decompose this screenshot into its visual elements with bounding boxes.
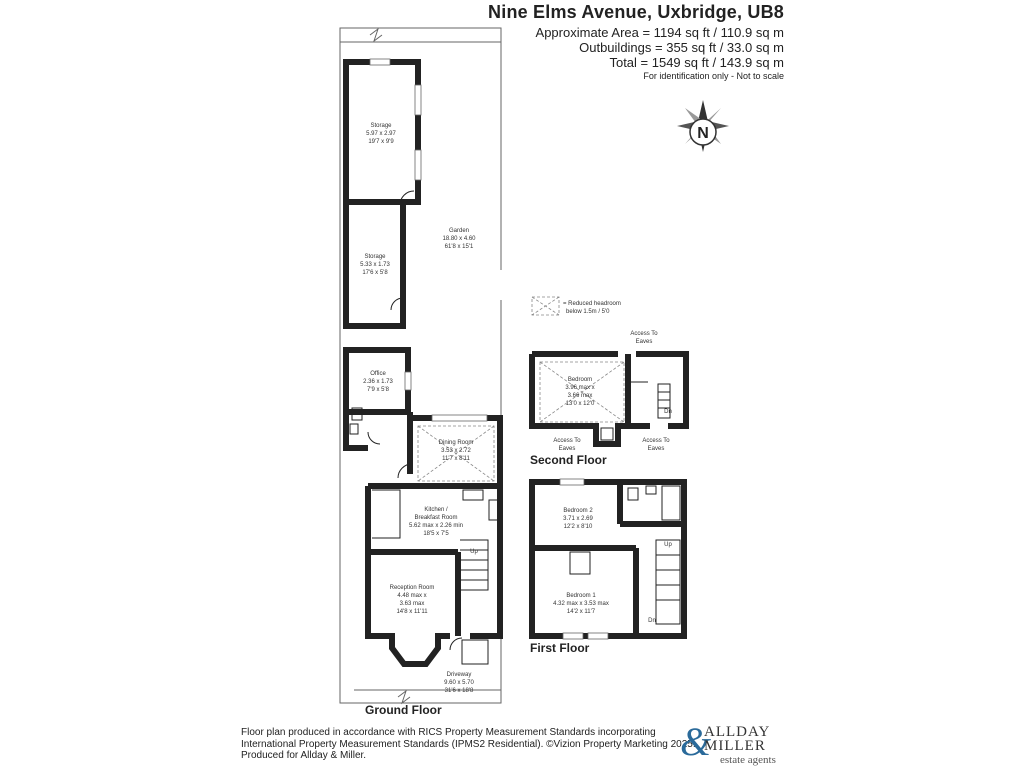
- reception-metric-2: 3.63 max: [400, 601, 425, 607]
- logo-ampersand: &: [680, 719, 712, 764]
- kitchen-name-2: Breakfast Room: [414, 515, 457, 521]
- storage-1-imperial: 19'7 x 9'9: [368, 139, 394, 145]
- second-floor-title: Second Floor: [530, 453, 607, 467]
- outbuildings-area: Outbuildings = 355 sq ft / 33.0 sq m: [579, 40, 784, 55]
- bedroom-top-imperial: 13'0 x 12'0: [566, 401, 595, 407]
- garden-metric: 18.80 x 4.60: [442, 236, 476, 242]
- kitchen-imperial: 18'5 x 7'5: [423, 531, 449, 537]
- headroom-legend: = Reduced headroom below 1.5m / 5'0: [531, 296, 621, 316]
- bedroom-2-metric: 3.71 x 2.69: [563, 516, 593, 522]
- driveway-name: Driveway: [447, 672, 472, 678]
- access-eaves-top-2: Eaves: [636, 339, 653, 345]
- reception-imperial: 14'8 x 11'11: [396, 609, 428, 615]
- dining-metric: 3.53 x 2.72: [441, 448, 471, 454]
- legend-line2: below 1.5m / 5'0: [566, 309, 610, 315]
- logo-line-1: ALLDAY: [704, 724, 771, 740]
- driveway-metric: 9.60 x 5.70: [444, 680, 474, 686]
- stairs-down-first: Dn: [648, 618, 656, 624]
- storage-2-imperial: 17'6 x 5'8: [362, 270, 388, 276]
- office-metric: 2.36 x 1.73: [363, 379, 393, 385]
- kitchen-name-1: Kitchen /: [424, 507, 448, 513]
- storage-1-name: Storage: [370, 123, 392, 129]
- compass-letter: N: [697, 125, 709, 142]
- page-title: Nine Elms Avenue, Uxbridge, UB8: [488, 2, 784, 22]
- approximate-area: Approximate Area = 1194 sq ft / 110.9 sq…: [535, 25, 784, 40]
- access-eaves-right-1: Access To: [642, 438, 670, 444]
- driveway-imperial: 31'6 x 18'8: [445, 688, 474, 694]
- reception-name: Reception Room: [390, 585, 435, 591]
- footer-line-3: Produced for Allday & Miller.: [241, 750, 367, 761]
- stairs-up-first: Up: [664, 542, 672, 548]
- dining-name: Dining Room: [439, 440, 474, 446]
- bedroom-1-name: Bedroom 1: [566, 593, 596, 599]
- logo-line-3: estate agents: [720, 754, 776, 766]
- logo-line-2: MILLER: [704, 738, 766, 754]
- access-eaves-left-2: Eaves: [559, 446, 576, 452]
- bedroom-top-metric-2: 3.66 max: [568, 393, 593, 399]
- kitchen-metric: 5.62 max x 2.26 min: [409, 523, 463, 529]
- office-name: Office: [370, 371, 386, 377]
- garden-imperial: 61'8 x 15'1: [445, 244, 474, 250]
- legend-line1: = Reduced headroom: [563, 301, 621, 307]
- bedroom-1-imperial: 14'2 x 11'7: [567, 609, 596, 615]
- bedroom-2-imperial: 12'2 x 8'10: [564, 524, 593, 530]
- second-floor-plan: [529, 351, 689, 447]
- bedroom-top-metric-1: 3.96 max x: [565, 385, 594, 391]
- total-area: Total = 1549 sq ft / 143.9 sq m: [609, 55, 784, 70]
- storage-2-walls: [343, 199, 406, 329]
- stairs-up-ground: Up: [470, 549, 478, 555]
- access-eaves-right-2: Eaves: [648, 446, 665, 452]
- office-imperial: 7'9 x 5'8: [367, 387, 390, 393]
- bedroom-top-name: Bedroom: [568, 377, 592, 383]
- access-eaves-top-1: Access To: [630, 331, 658, 337]
- bedroom-2-name: Bedroom 2: [563, 508, 593, 514]
- reception-metric-1: 4.48 max x: [397, 593, 426, 599]
- compass-icon: N: [677, 100, 729, 152]
- garden-boundary: [339, 27, 502, 704]
- scale-note: For identification only - Not to scale: [643, 71, 784, 81]
- bedroom-1-metric: 4.32 max x 3.53 max: [553, 601, 609, 607]
- allday-miller-logo: & ALLDAY MILLER estate agents: [680, 719, 790, 768]
- first-floor-plan: [529, 478, 687, 640]
- storage-2-name: Storage: [364, 254, 386, 260]
- ground-floor-title: Ground Floor: [365, 703, 442, 717]
- garden-name: Garden: [449, 228, 469, 234]
- storage-2-metric: 5.33 x 1.73: [360, 262, 390, 268]
- footer-note: Floor plan produced in accordance with R…: [241, 727, 696, 762]
- dining-imperial: 11'7 x 8'11: [442, 456, 470, 462]
- first-floor-title: First Floor: [530, 641, 590, 655]
- storage-1-metric: 5.97 x 2.97: [366, 131, 396, 137]
- house-ground-walls: [368, 483, 503, 639]
- access-eaves-left-1: Access To: [553, 438, 581, 444]
- footer-line-2: International Property Measurement Stand…: [241, 738, 696, 750]
- stairs-down-second: Dn: [664, 409, 672, 415]
- ground-floor-plan: [339, 27, 503, 705]
- footer-line-1: Floor plan produced in accordance with R…: [241, 727, 656, 738]
